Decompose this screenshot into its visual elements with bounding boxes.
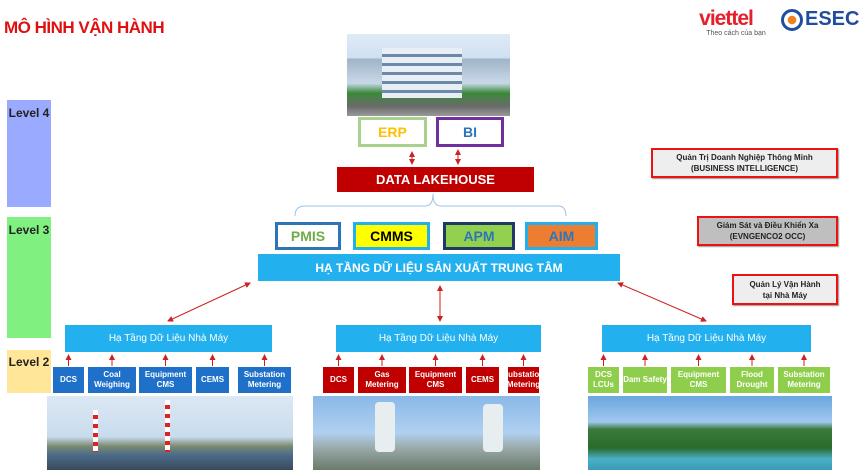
bi-box[interactable]: BI: [436, 117, 504, 147]
cmms-box[interactable]: CMMS: [353, 222, 430, 250]
plant-3-data-infrastructure[interactable]: Hạ Tầng Dữ Liệu Nhà Máy: [602, 325, 811, 352]
plant-3-source-flood-drought[interactable]: Flood Drought: [730, 367, 774, 393]
plant-2-source-cems[interactable]: CEMS: [466, 367, 499, 393]
plant-1-data-infrastructure[interactable]: Hạ Tầng Dữ Liệu Nhà Máy: [65, 325, 272, 352]
page-title: MÔ HÌNH VẬN HÀNH: [4, 18, 165, 37]
esec-emblem-icon: [781, 8, 803, 31]
plant-2-source-equipment-cms[interactable]: Equipment CMS: [409, 367, 462, 393]
gas-plant-photo: [313, 396, 540, 470]
plant-1-source-equipment-cms[interactable]: Equipment CMS: [139, 367, 192, 393]
plant-1-source-cems[interactable]: CEMS: [196, 367, 229, 393]
note-business-intelligence: Quản Trị Doanh Nghiệp Thông Minh(BUSINES…: [651, 148, 838, 178]
lakehouse-brace: [294, 193, 567, 217]
central-plant3-arrow: [617, 282, 707, 322]
hydro-plant-photo: [588, 396, 832, 470]
plant-2-data-infrastructure[interactable]: Hạ Tầng Dữ Liệu Nhà Máy: [336, 325, 541, 352]
level-2-bar: Level 2: [7, 350, 51, 393]
plant-2-source-substation-metering[interactable]: Substation Metering: [503, 367, 544, 393]
plant-3-source-dam-safety[interactable]: Dam Safety: [623, 367, 667, 393]
headquarters-photo: [347, 34, 510, 116]
central-data-infrastructure[interactable]: HẠ TẦNG DỮ LIỆU SẢN XUẤT TRUNG TÂM: [258, 254, 620, 281]
plant-1-source-dcs[interactable]: DCS: [53, 367, 84, 393]
plant-3-source-dcs-lcus[interactable]: DCS LCUs: [588, 367, 619, 393]
level-3-bar: Level 3: [7, 217, 51, 338]
note-remote-control: Giám Sát và Điều Khiển Xa(EVNGENCO2 OCC): [697, 216, 838, 246]
plant-2-source-gas-metering[interactable]: Gas Metering: [358, 367, 406, 393]
aim-box[interactable]: AIM: [525, 222, 598, 250]
plant-1-source-substation-metering[interactable]: Substation Metering: [238, 367, 291, 393]
plant-3-source-equipment-cms[interactable]: Equipment CMS: [671, 367, 726, 393]
central-plant1-arrow: [167, 282, 251, 322]
apm-box[interactable]: APM: [443, 222, 515, 250]
esec-logo: ESEC: [781, 8, 859, 31]
plant-2-source-dcs[interactable]: DCS: [323, 367, 354, 393]
viettel-logo: viettel Theo cách của bạn: [699, 7, 766, 38]
data-lakehouse-box[interactable]: DATA LAKEHOUSE: [337, 167, 534, 192]
erp-box[interactable]: ERP: [358, 117, 427, 147]
level-4-bar: Level 4: [7, 100, 51, 207]
plant-1-source-coal-weighing[interactable]: Coal Weighing: [88, 367, 136, 393]
pmis-box[interactable]: PMIS: [275, 222, 341, 250]
coal-plant-photo: [47, 396, 293, 470]
plant-3-source-substation-metering[interactable]: Substation Metering: [778, 367, 830, 393]
